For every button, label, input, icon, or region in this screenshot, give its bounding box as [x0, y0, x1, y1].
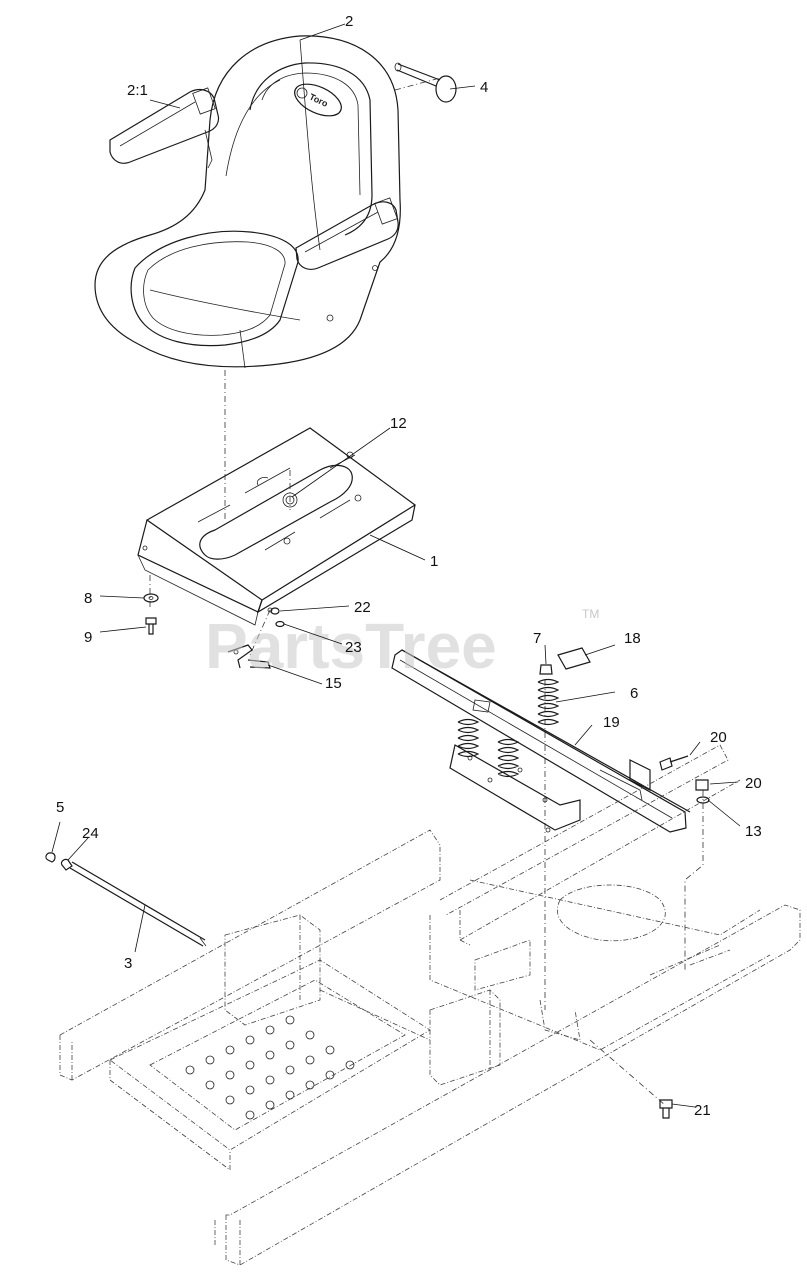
- left-armrest: [109, 87, 220, 169]
- callout-1: 1: [430, 553, 438, 570]
- callout-labels: 2 2:1 4 12 1 8 9 22 23 15 7 18 6 19 20 2…: [56, 13, 762, 1119]
- callout-2-1: 2:1: [127, 82, 148, 99]
- bolt-21: [659, 1099, 673, 1119]
- leader-lines: [51, 23, 741, 1108]
- callout-3: 3: [124, 955, 132, 972]
- suspension-bracket: [391, 649, 691, 833]
- spring-left: [457, 718, 480, 758]
- spring-center: [497, 738, 520, 778]
- watermark-tm: TM: [582, 607, 599, 621]
- bolts-20-and-nut-13: [659, 755, 710, 804]
- seat-logo-text: Toro: [308, 92, 330, 109]
- decal: [557, 647, 591, 670]
- callout-7: 7: [533, 630, 541, 647]
- callout-6: 6: [630, 685, 638, 702]
- callout-18: 18: [624, 630, 641, 647]
- callout-19: 19: [603, 714, 620, 731]
- callout-13: 13: [745, 823, 762, 840]
- pivot-rod-and-pins: [45, 852, 207, 947]
- callout-24: 24: [82, 825, 99, 842]
- manual-tube: [394, 62, 457, 103]
- callout-20-lower: 20: [745, 775, 762, 792]
- callout-21: 21: [694, 1102, 711, 1119]
- seat-plate: [137, 427, 417, 626]
- washer-and-bolt: [143, 593, 159, 635]
- callout-15: 15: [325, 675, 342, 692]
- callout-22: 22: [354, 599, 371, 616]
- callout-23: 23: [345, 639, 362, 656]
- seat-logo-badge: Toro: [294, 83, 342, 117]
- callout-4: 4: [480, 79, 488, 96]
- watermark-text: PartsTree: [205, 610, 497, 682]
- callout-9: 9: [84, 629, 92, 646]
- alignment-lines: [149, 77, 704, 1106]
- right-armrest: [295, 197, 399, 271]
- springs: [457, 664, 560, 778]
- callout-2: 2: [345, 13, 353, 30]
- callout-12: 12: [390, 415, 407, 432]
- callout-8: 8: [84, 590, 92, 607]
- watermark: PartsTree TM: [205, 607, 599, 682]
- spring-main: [537, 664, 560, 726]
- callout-5: 5: [56, 799, 64, 816]
- chassis-frame: [59, 744, 801, 1266]
- callout-20-upper: 20: [710, 729, 727, 746]
- deck-holes: [185, 1015, 355, 1120]
